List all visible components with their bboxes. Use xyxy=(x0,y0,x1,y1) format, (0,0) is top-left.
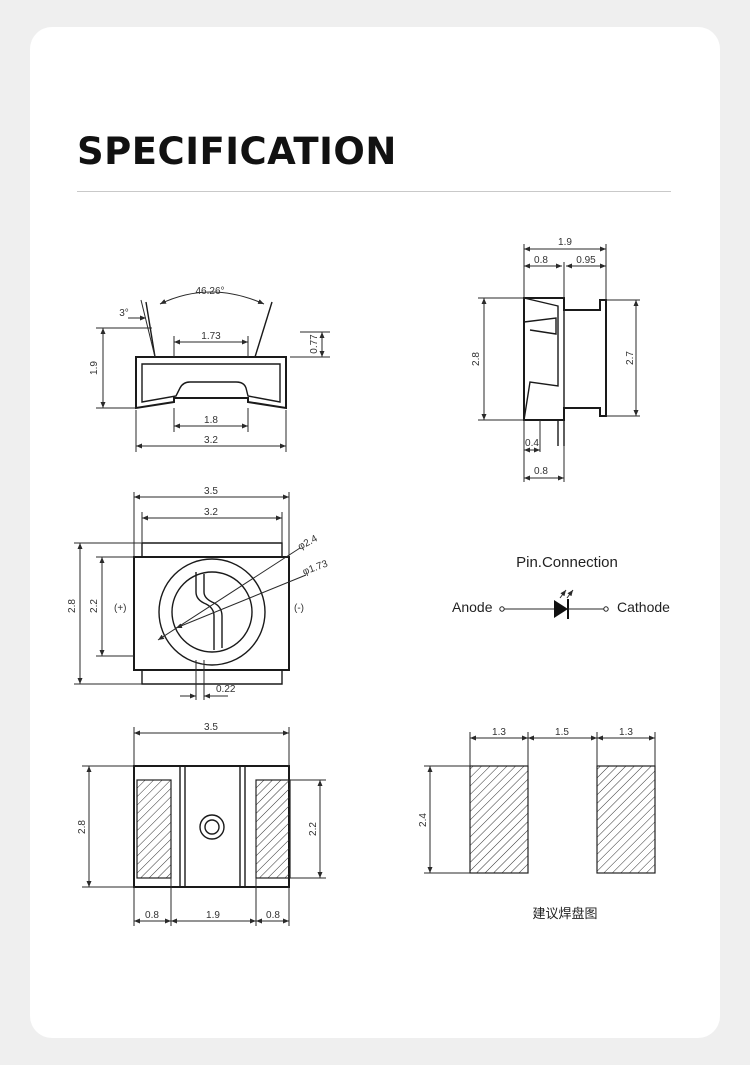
right-lip-label: 0.4 xyxy=(525,438,539,449)
title-divider xyxy=(77,191,671,192)
top-inner-dia-label: φ1.73 xyxy=(301,558,330,577)
top-inner-height-label: 2.2 xyxy=(89,599,100,613)
side-angle-label: 46.26° xyxy=(195,286,224,297)
top-outer-dia-label: φ2.4 xyxy=(296,533,320,552)
bottom-view-drawing xyxy=(82,727,326,926)
side-view-drawing xyxy=(96,291,330,452)
bottom-middle-label: 1.9 xyxy=(206,910,220,921)
top-outer-width-label: 3.5 xyxy=(204,486,218,497)
right-view-drawing xyxy=(478,244,640,482)
right-inner-height-label: 2.7 xyxy=(625,351,636,365)
minus-marker: (-) xyxy=(294,603,304,614)
pin-connection-title: Pin.Connection xyxy=(516,554,618,571)
side-top-width-label: 1.73 xyxy=(201,331,221,342)
top-view-drawing xyxy=(74,492,307,700)
right-total-label: 1.9 xyxy=(558,237,572,248)
side-height-label: 1.9 xyxy=(89,361,100,375)
right-right-part-label: 0.95 xyxy=(576,255,596,266)
side-pad-width-label: 1.8 xyxy=(204,415,218,426)
pad2-width-label: 1.3 xyxy=(619,727,633,738)
pad-height-label: 2.4 xyxy=(418,813,429,827)
bottom-left-pad-label: 0.8 xyxy=(145,910,159,921)
bottom-pad-height-label: 2.2 xyxy=(308,822,319,836)
top-outer-height-label: 2.8 xyxy=(67,599,78,613)
plus-marker: (+) xyxy=(114,603,127,614)
cathode-label: Cathode xyxy=(617,599,670,615)
right-left-part-label: 0.8 xyxy=(534,255,548,266)
right-height-label: 2.8 xyxy=(471,352,482,366)
pad-layout-drawing xyxy=(424,732,656,874)
pad1-width-label: 1.3 xyxy=(492,727,506,738)
bottom-height-label: 2.8 xyxy=(77,820,88,834)
side-width-label: 3.2 xyxy=(204,435,218,446)
bottom-width-label: 3.5 xyxy=(204,722,218,733)
pad-layout-caption: 建议焊盘图 xyxy=(532,906,597,922)
right-base-label: 0.8 xyxy=(534,466,548,477)
pad-gap-label: 1.5 xyxy=(555,727,569,738)
bottom-right-pad-label: 0.8 xyxy=(266,910,280,921)
page-title: SPECIFICATION xyxy=(77,130,397,173)
top-gap-label: 0.22 xyxy=(216,684,236,695)
led-symbol xyxy=(499,589,609,619)
side-top-height-label: 0.77 xyxy=(309,334,320,354)
side-tilt-label: 3° xyxy=(119,308,129,319)
top-inner-width-label: 3.2 xyxy=(204,507,218,518)
anode-label: Anode xyxy=(452,599,493,615)
